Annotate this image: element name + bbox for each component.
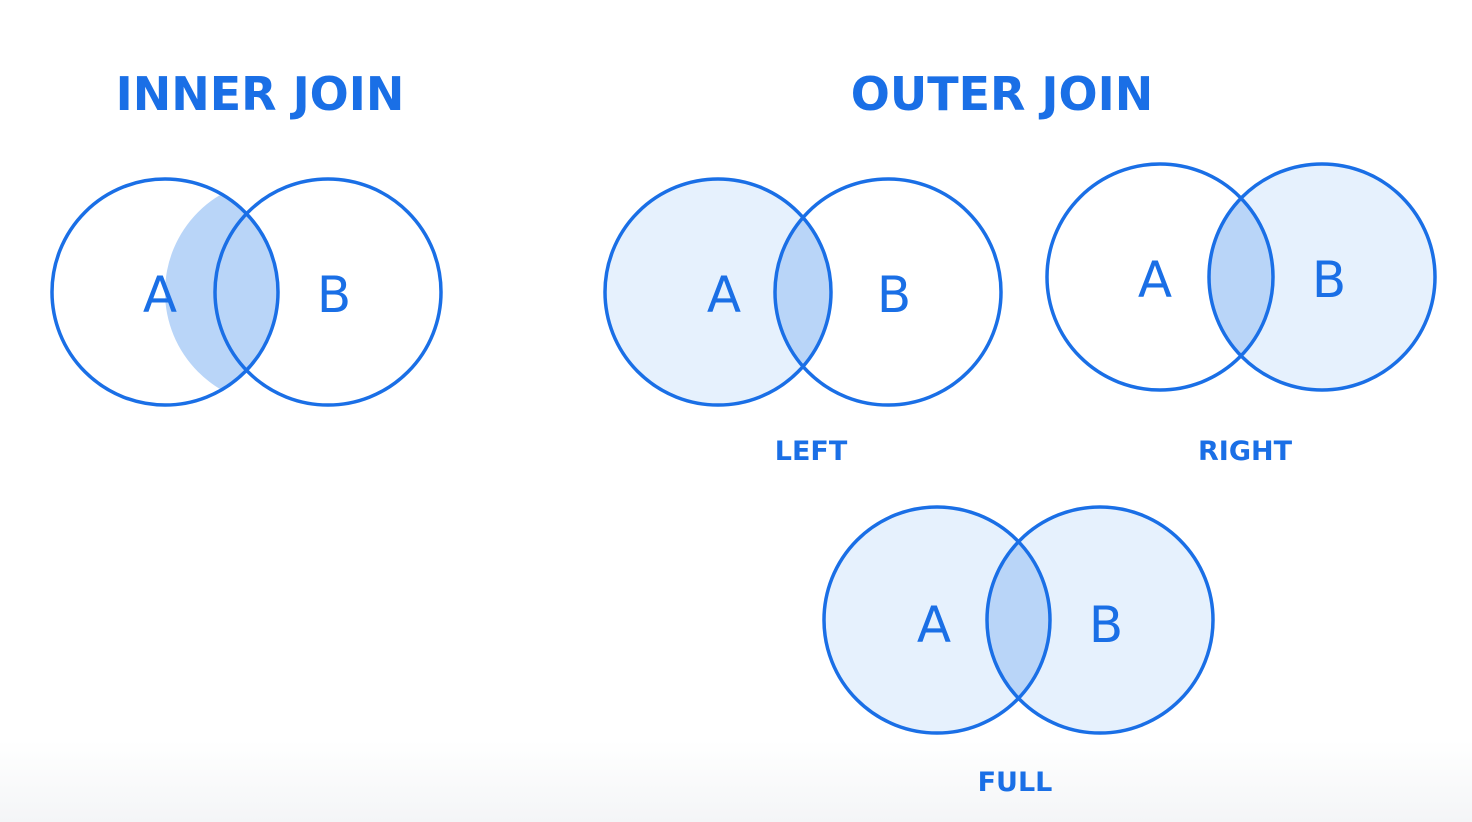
outer-join-heading: OUTER JOIN — [851, 67, 1154, 121]
full-set-b-fill — [987, 507, 1213, 733]
right-join-venn: A B — [1045, 162, 1437, 392]
full-set-a-circle — [822, 505, 1052, 735]
right-set-a-label: A — [1138, 251, 1172, 309]
right-join-caption: RIGHT — [1198, 436, 1293, 467]
right-set-b-fill — [1209, 164, 1435, 390]
inner-set-a-circle — [50, 177, 280, 407]
right-set-b-label: B — [1312, 251, 1346, 309]
left-set-a-label: A — [707, 266, 741, 324]
inner-overlap-region — [165, 179, 278, 405]
inner-set-a-label: A — [143, 266, 177, 324]
left-join-venn: A B — [603, 177, 1003, 407]
full-set-b-circle — [985, 505, 1215, 735]
full-join-caption: FULL — [978, 767, 1053, 798]
inner-set-b-label: B — [317, 266, 351, 324]
bottom-fade — [0, 740, 1472, 822]
full-join-venn: A B — [822, 505, 1215, 735]
left-set-b-label: B — [877, 266, 911, 324]
left-set-a-fill — [605, 179, 831, 405]
right-set-a-circle — [1045, 162, 1275, 392]
left-join-caption: LEFT — [775, 436, 848, 467]
inner-set-b-circle — [213, 177, 443, 407]
full-set-a-fill — [824, 507, 1050, 733]
right-set-b-circle — [1207, 162, 1437, 392]
left-set-a-circle — [603, 177, 833, 407]
inner-join-heading: INNER JOIN — [116, 67, 405, 121]
full-set-a-label: A — [917, 596, 951, 654]
left-set-b-circle — [773, 177, 1003, 407]
inner-join-venn: A B — [50, 177, 443, 407]
full-set-b-label: B — [1089, 596, 1123, 654]
